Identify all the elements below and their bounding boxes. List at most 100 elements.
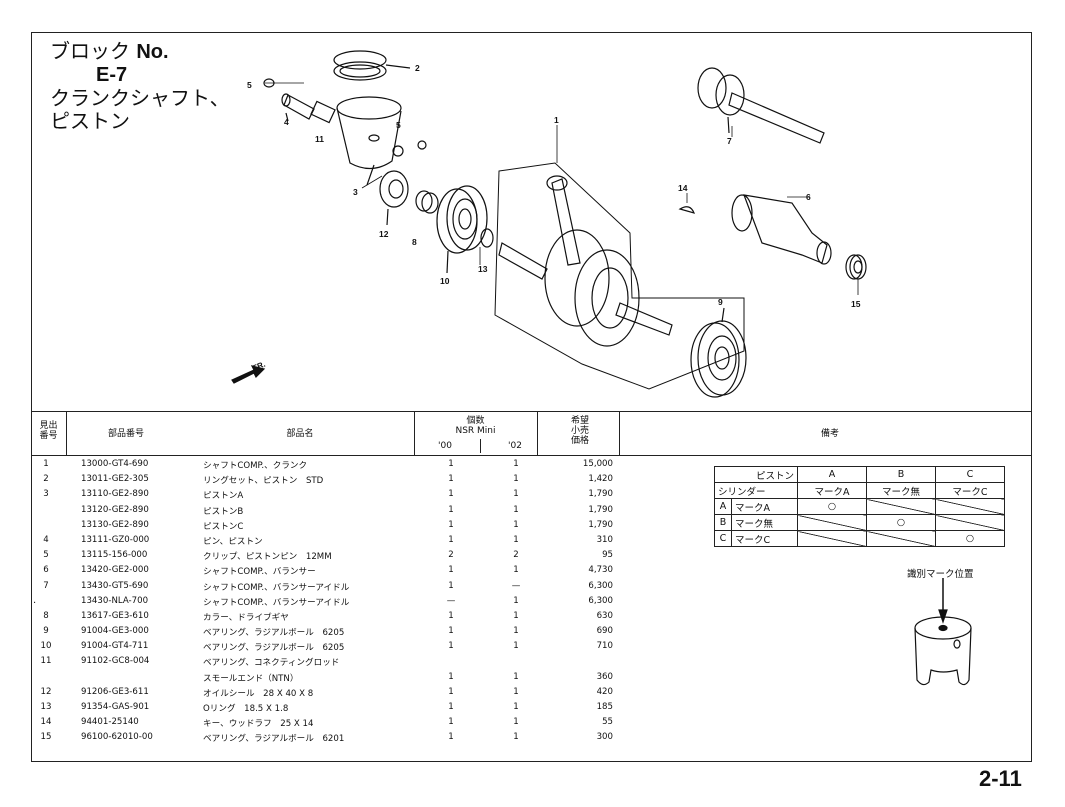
header-text: 見出	[39, 421, 58, 431]
quantity-2002: 1	[513, 534, 519, 545]
quantity-2000: 1	[448, 626, 454, 637]
part-name: リングセット、ピストン STD	[203, 476, 324, 487]
quantity-2002: 1	[513, 732, 519, 743]
arrow-head	[938, 609, 948, 624]
retail-price: 300	[596, 732, 613, 743]
retail-price: 420	[596, 686, 613, 697]
header-divider	[66, 412, 67, 455]
woodruff-key-drawing	[678, 206, 696, 214]
front-label: FR.	[251, 360, 266, 373]
quantity-2000: 1	[448, 717, 454, 728]
part-number: 13430-NLA-700	[81, 595, 149, 606]
quantity-2000: 1	[448, 504, 454, 515]
retail-price: 1,790	[588, 504, 613, 515]
part-number: 94401-25140	[81, 717, 139, 728]
ref-number: 12	[40, 686, 52, 697]
quantity-2000: 1	[448, 702, 454, 712]
callout: 5	[247, 80, 252, 90]
header-text: 小売	[570, 426, 589, 436]
part-number: 91206-GE3-611	[81, 686, 149, 697]
part-number: 91354-GAS-901	[81, 702, 150, 712]
header-text: 希望	[570, 416, 589, 426]
quantity-2000: 1	[448, 565, 454, 576]
matrix-col-head: B	[866, 466, 936, 483]
quantity-2002: 1	[513, 671, 519, 682]
part-name: キー、ウッドラフ 25 X 14	[203, 719, 314, 730]
o-ring-drawing	[480, 228, 494, 248]
block-code: E-7	[96, 64, 128, 86]
matrix-cell-empty	[797, 530, 867, 547]
piston-drawing	[336, 96, 427, 186]
quantity-2002: 1	[513, 519, 519, 530]
quantity-2000: 1	[448, 474, 454, 485]
block-no-label: No.	[136, 41, 169, 63]
callout: 4	[284, 117, 289, 127]
matrix-cell-match: ○	[935, 530, 1005, 547]
matrix-row-letter: C	[714, 530, 732, 547]
callout-numbers: 1 2 3 4 5 5 6 7 8 9 10 11 12 13 14 15	[247, 63, 861, 309]
needle-bearing-drawing	[310, 100, 336, 124]
page-frame	[31, 32, 1032, 762]
retail-price: 1,420	[588, 474, 613, 485]
small-bearing-drawing	[845, 254, 867, 280]
part-number: 13110-GE2-890	[81, 489, 149, 500]
balancer-shaft-drawing	[731, 194, 832, 265]
part-number: 13115-156-000	[81, 550, 148, 561]
retail-price: 1,790	[588, 489, 613, 500]
retail-price: 1,790	[588, 519, 613, 530]
front-direction-arrow	[231, 365, 266, 384]
callout: 3	[353, 187, 358, 197]
callout: 14	[678, 183, 688, 193]
quantity-2002: 1	[513, 686, 519, 697]
quantity-2002: 1	[513, 626, 519, 637]
quantity-2002: 1	[513, 474, 519, 485]
part-number: 13617-GE3-610	[81, 610, 149, 621]
callout: 11	[315, 134, 324, 144]
part-number: 13000-GT4-690	[81, 459, 149, 469]
part-name: ピストンC	[203, 521, 244, 532]
matrix-row-letter: B	[714, 514, 732, 531]
quantity-2000: 1	[448, 732, 454, 743]
ref-number: 9	[43, 626, 49, 637]
matrix-corner-bottom: シリンダー	[714, 482, 798, 499]
matrix-col-sub: マーク無	[866, 482, 936, 499]
retail-price: 6,300	[588, 595, 613, 606]
part-name: スモールエンド（NTN）	[203, 673, 299, 684]
matrix-row-label: マークA	[731, 498, 798, 515]
block-label: ブロック	[50, 39, 137, 63]
ref-number: 6	[43, 565, 49, 576]
clip-drawing	[392, 145, 404, 157]
exploded-parts-diagram: FR. 1 2 3 4 5 5 6 7 8 9 10 11 12 13 14 1…	[231, 50, 867, 398]
retail-price: 710	[596, 641, 613, 652]
matrix-col-head: A	[797, 466, 867, 483]
quantity-2002: 1	[513, 504, 519, 515]
callout: 15	[851, 299, 861, 309]
part-name: ピストンA	[203, 491, 244, 502]
quantity-2000: —	[446, 595, 456, 606]
quantity-2000: 1	[448, 489, 454, 500]
quantity-2000: 1	[448, 459, 454, 469]
callout: 2	[415, 63, 420, 73]
ref-number: 14	[40, 717, 52, 728]
piston-cylinder-matrix: ピストン A B C シリンダー マークA マーク無 マークC A マークA ○…	[714, 466, 1005, 547]
callout: 7	[727, 136, 732, 146]
header-year-tick	[480, 439, 481, 453]
retail-price: 310	[596, 534, 613, 545]
part-name: シャフトCOMP.、バランサー	[203, 567, 316, 578]
matrix-col-sub: マークA	[797, 482, 867, 499]
crankshaft-drawing	[494, 162, 745, 390]
retail-price: 6,300	[588, 580, 613, 591]
piston-mark-position-drawing	[914, 578, 972, 686]
matrix-cell-empty	[935, 514, 1005, 531]
part-number: 91004-GT4-711	[81, 641, 149, 652]
ref-number: 1	[43, 459, 49, 469]
quantity-2000: 1	[448, 686, 454, 697]
matrix-col-sub: マークC	[935, 482, 1005, 499]
part-name: ピン、ピストン	[203, 536, 263, 547]
retail-price: 360	[596, 671, 613, 682]
